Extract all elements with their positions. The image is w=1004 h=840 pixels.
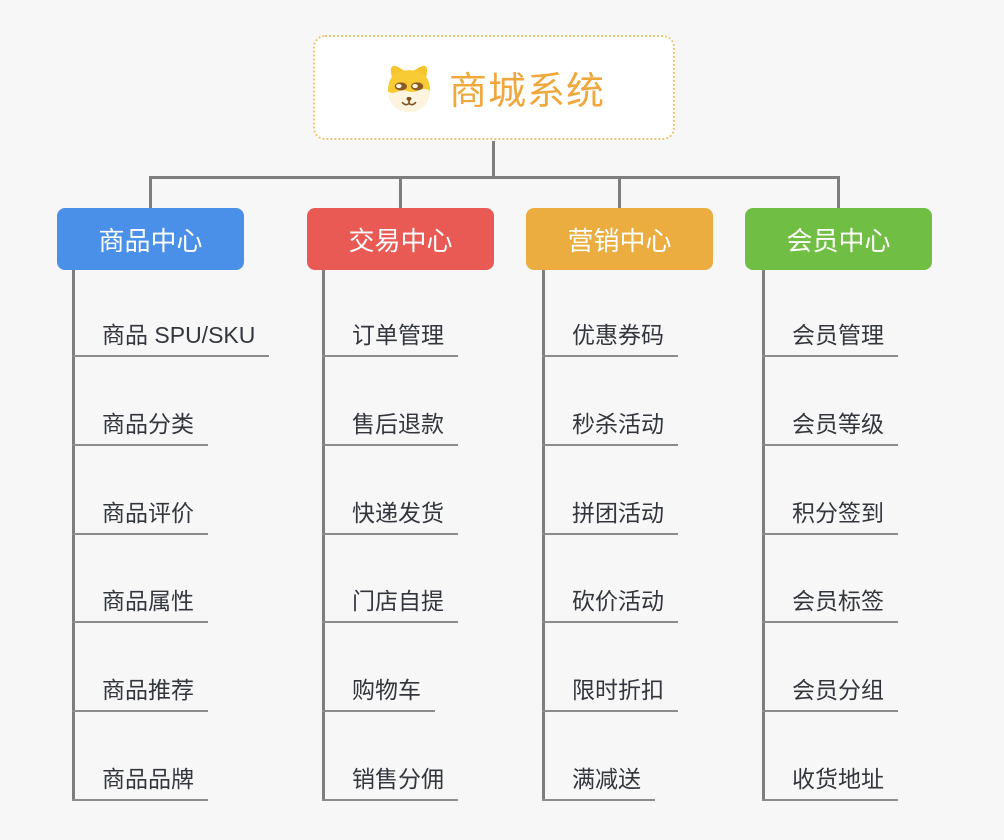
leaf-item-transaction-center-2[interactable]: 售后退款 (322, 406, 458, 446)
branch-label: 交易中心 (348, 225, 453, 256)
leaf-item-transaction-center-4[interactable]: 门店自提 (322, 583, 458, 623)
connector-root-trunk (492, 141, 495, 176)
branch-label: 营销中心 (567, 225, 672, 256)
leaf-item-transaction-center-3[interactable]: 快递发货 (322, 495, 458, 535)
branch-box-product-center[interactable]: 商品中心 (57, 208, 244, 270)
leaf-item-transaction-center-6[interactable]: 销售分佣 (322, 761, 458, 801)
leaf-item-marketing-center-4[interactable]: 砍价活动 (542, 583, 678, 623)
branch-trunk-member-center (762, 270, 765, 801)
shiba-dog-icon (387, 65, 431, 112)
branch-box-transaction-center[interactable]: 交易中心 (307, 208, 494, 270)
leaf-item-member-center-5[interactable]: 会员分组 (762, 672, 898, 712)
connector-drop-transaction-center (399, 179, 402, 208)
branch-box-marketing-center[interactable]: 营销中心 (526, 208, 713, 270)
branch-label: 会员中心 (786, 225, 891, 256)
leaf-item-marketing-center-3[interactable]: 拼团活动 (542, 495, 678, 535)
leaf-item-marketing-center-5[interactable]: 限时折扣 (542, 672, 678, 712)
connector-horizontal (149, 176, 840, 179)
branch-trunk-transaction-center (322, 270, 325, 801)
leaf-item-marketing-center-2[interactable]: 秒杀活动 (542, 406, 678, 446)
connector-drop-marketing-center (618, 179, 621, 208)
branch-label: 商品中心 (98, 225, 203, 256)
leaf-item-product-center-6[interactable]: 商品品牌 (72, 761, 208, 801)
branch-trunk-marketing-center (542, 270, 545, 801)
leaf-item-product-center-3[interactable]: 商品评价 (72, 495, 208, 535)
branch-box-member-center[interactable]: 会员中心 (745, 208, 932, 270)
leaf-item-marketing-center-1[interactable]: 优惠券码 (542, 317, 678, 357)
leaf-item-transaction-center-1[interactable]: 订单管理 (322, 317, 458, 357)
leaf-item-transaction-center-5[interactable]: 购物车 (322, 672, 435, 712)
branch-trunk-product-center (72, 270, 75, 801)
leaf-item-member-center-1[interactable]: 会员管理 (762, 317, 898, 357)
root-node-mall-system[interactable]: 商城系统 (313, 35, 675, 140)
leaf-item-marketing-center-6[interactable]: 满减送 (542, 761, 655, 801)
leaf-item-product-center-2[interactable]: 商品分类 (72, 406, 208, 446)
leaf-item-member-center-6[interactable]: 收货地址 (762, 761, 898, 801)
leaf-item-product-center-5[interactable]: 商品推荐 (72, 672, 208, 712)
connector-drop-product-center (149, 179, 152, 208)
root-title: 商城系统 (448, 71, 605, 113)
leaf-item-product-center-4[interactable]: 商品属性 (72, 583, 208, 623)
leaf-item-member-center-2[interactable]: 会员等级 (762, 406, 898, 446)
connector-drop-member-center (837, 179, 840, 208)
leaf-item-product-center-1[interactable]: 商品 SPU/SKU (72, 317, 270, 357)
leaf-item-member-center-3[interactable]: 积分签到 (762, 495, 898, 535)
leaf-item-member-center-4[interactable]: 会员标签 (762, 583, 898, 623)
